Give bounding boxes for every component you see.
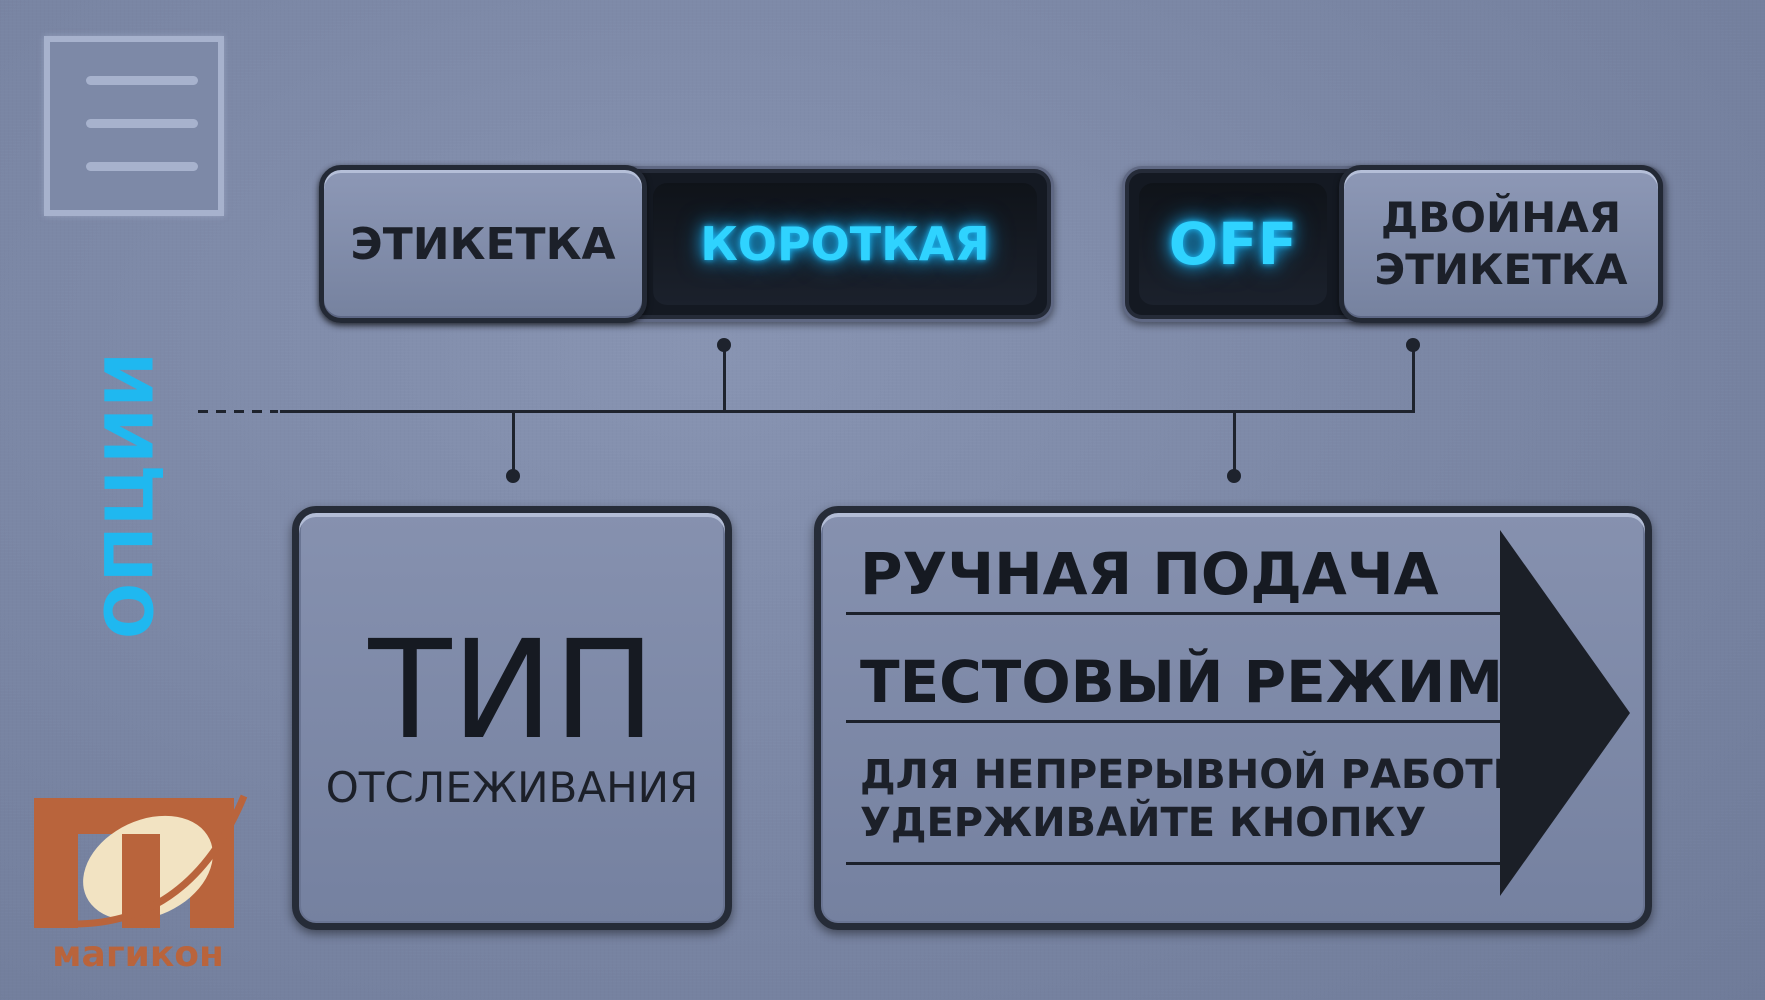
double-label-key[interactable]: ДВОЙНАЯ ЭТИКЕТКА xyxy=(1339,165,1663,323)
logo-text: магикон xyxy=(52,934,224,972)
divider xyxy=(846,612,1504,615)
menu-button[interactable] xyxy=(44,36,224,216)
label-length-display: КОРОТКАЯ xyxy=(653,183,1037,305)
divider xyxy=(846,862,1504,865)
label-key-text: ЭТИКЕТКА xyxy=(350,218,616,270)
label-length-value: КОРОТКАЯ xyxy=(700,217,990,271)
double-label-display: OFF xyxy=(1139,183,1327,305)
manual-feed-label: РУЧНАЯ ПОДАЧА xyxy=(860,540,1439,608)
label-key[interactable]: ЭТИКЕТКА xyxy=(319,165,647,323)
magikon-logo: магикон xyxy=(34,794,248,972)
test-mode-label: ТЕСТОВЫЙ РЕЖИМ xyxy=(860,648,1504,716)
double-label-key-line1: ДВОЙНАЯ xyxy=(1380,193,1622,242)
hold-hint-line2: УДЕРЖИВАЙТЕ КНОПКУ xyxy=(860,800,1427,846)
double-label-value: OFF xyxy=(1168,210,1298,278)
divider xyxy=(846,720,1504,723)
hold-hint-line1: ДЛЯ НЕПРЕРЫВНОЙ РАБОТЫ xyxy=(860,752,1535,798)
side-label: ОПЦИИ xyxy=(91,350,169,640)
double-label-key-line2: ЭТИКЕТКА xyxy=(1374,245,1628,294)
tracking-type-title: ТИП xyxy=(368,612,656,770)
tracking-type-button[interactable]: ТИП ОТСЛЕЖИВАНИЯ xyxy=(292,506,732,930)
tracking-type-subtitle: ОТСЛЕЖИВАНИЯ xyxy=(325,763,699,812)
double-label-toggle[interactable]: OFF ДВОЙНАЯ ЭТИКЕТКА xyxy=(1122,165,1666,323)
label-length-toggle[interactable]: КОРОТКАЯ ЭТИКЕТКА xyxy=(319,165,1054,323)
play-arrow-icon xyxy=(1500,530,1630,896)
